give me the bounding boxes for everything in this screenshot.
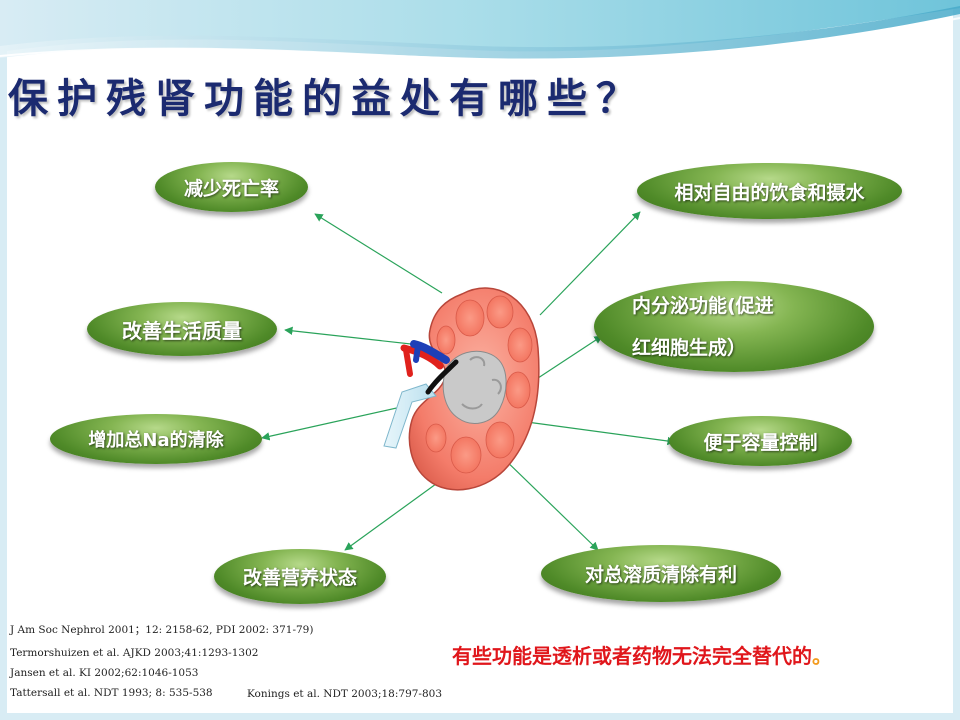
frame-bottom: [0, 713, 960, 720]
header-wave: [0, 0, 960, 63]
benefit-volume-control: 便于容量控制: [669, 416, 852, 466]
reference-extra: Konings et al. NDT 2003;18:797-803: [247, 688, 443, 700]
page-title: 保护残肾功能的益处有哪些？: [8, 75, 645, 122]
footnote-text: 有些功能是透析或者药物无法完全替代的: [452, 644, 812, 668]
reference-item: Jansen et al. KI 2002;62:1046-1053: [10, 667, 199, 679]
benefit-quality-of-life: 改善生活质量: [87, 302, 277, 356]
benefit-solute-clearance-label: 对总溶质清除有利: [584, 564, 737, 586]
arrow-mortality: [314, 213, 443, 294]
reference-item: Tattersall et al. NDT 1993; 8: 535-538: [10, 687, 213, 699]
benefit-solute-clearance: 对总溶质清除有利: [541, 545, 781, 602]
benefit-mortality: 减少死亡率: [155, 162, 308, 212]
benefit-nutrition-label: 改善营养状态: [242, 567, 357, 589]
benefit-endocrine: 内分泌功能(促进 红细胞生成）: [594, 281, 874, 372]
reference-item: Termorshuizen et al. AJKD 2003;41:1293-1…: [10, 647, 259, 659]
references: J Am Soc Nephrol 2001；12: 2158-62, PDI 2…: [10, 620, 313, 703]
arrows: [261, 211, 676, 551]
arrow-volume: [511, 419, 676, 446]
benefit-endocrine-line1: 内分泌功能(促进: [632, 294, 774, 317]
arrow-solute: [496, 451, 599, 551]
frame-left: [0, 0, 7, 720]
benefit-nutrition: 改善营养状态: [214, 549, 386, 604]
benefit-sodium-clearance: 增加总Na的清除: [50, 414, 262, 464]
benefit-quality-of-life-label: 改善生活质量: [122, 318, 242, 343]
arrow-sodium: [261, 404, 411, 441]
footnote-period: 。: [812, 644, 832, 668]
benefit-diet-water-label: 相对自由的饮食和摄水: [674, 181, 865, 204]
benefit-sodium-clearance-label: 增加总Na的清除: [88, 430, 224, 451]
arrow-endocrine: [531, 335, 603, 383]
benefit-volume-control-label: 便于容量控制: [703, 431, 818, 454]
reference-item: J Am Soc Nephrol 2001；12: 2158-62, PDI 2…: [10, 624, 314, 636]
frame-right: [953, 0, 960, 720]
benefit-mortality-label: 减少死亡率: [183, 177, 279, 200]
benefit-endocrine-line2: 红细胞生成）: [632, 336, 747, 359]
kidney-illustration: [383, 287, 540, 491]
arrow-quality: [284, 326, 421, 346]
benefit-diet-water: 相对自由的饮食和摄水: [637, 163, 902, 219]
footnote: 有些功能是透析或者药物无法完全替代的。: [452, 640, 832, 669]
arrow-diet: [539, 211, 641, 316]
